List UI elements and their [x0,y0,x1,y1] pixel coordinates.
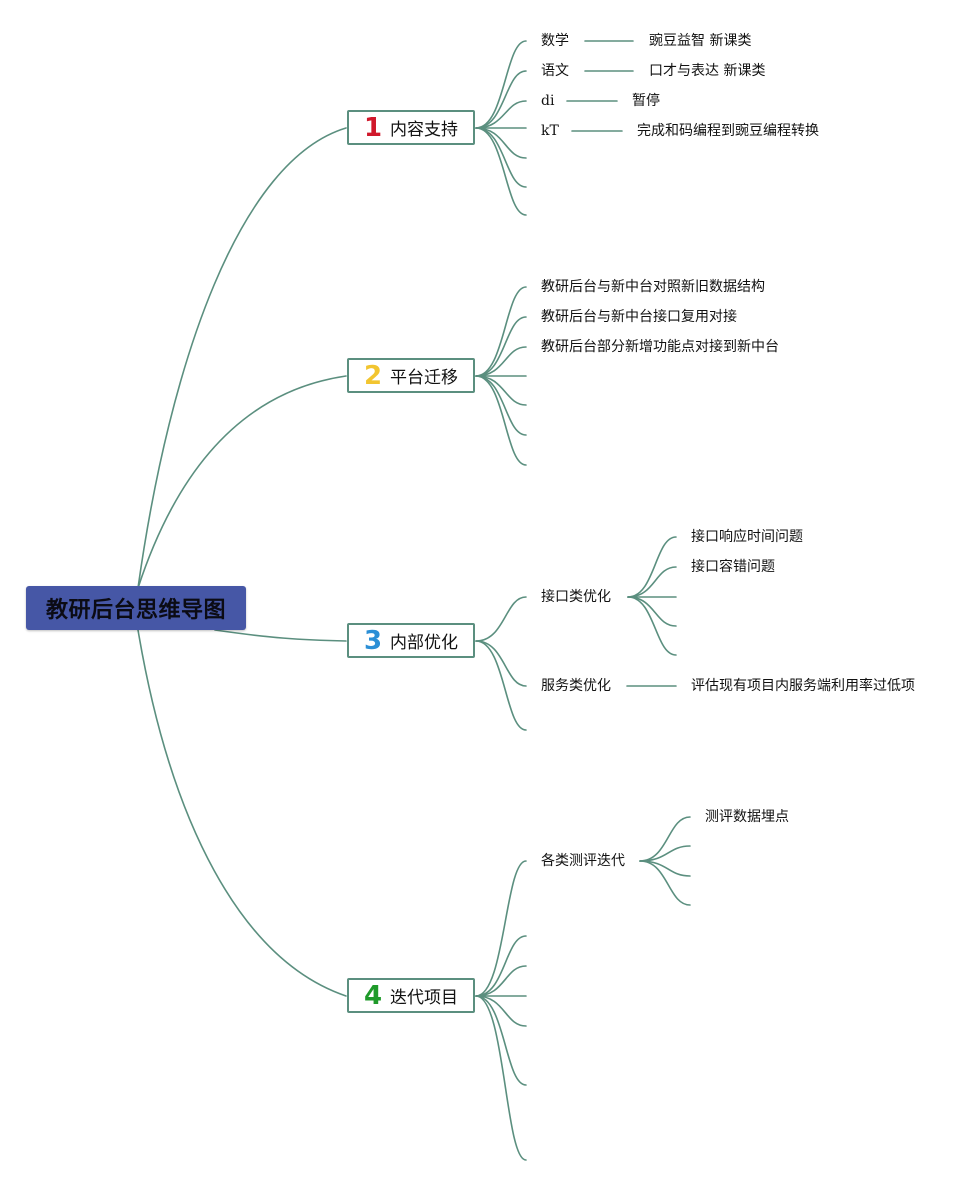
branch-number-4: 4 [363,980,383,1011]
branch-node-2[interactable]: 2 平台迁移 [347,358,475,393]
grandchild-label[interactable]: 接口响应时间问题 [691,529,803,545]
branch-4-connectors [475,816,691,1161]
branch-label-2: 平台迁移 [390,368,459,388]
branch-node-3[interactable]: 3 内部优化 [347,623,475,658]
child-label[interactable]: 教研后台与新中台接口复用对接 [541,309,737,325]
child-label[interactable]: 接口类优化 [541,589,611,605]
connector-root-branch-2 [137,375,347,589]
branch-node-4[interactable]: 4 迭代项目 [347,978,475,1013]
grandchild-label[interactable]: 测评数据埋点 [705,809,789,825]
child-value[interactable]: 暂停 [632,93,660,109]
branch-1-connectors [475,40,634,216]
branch-2-connectors [475,286,527,466]
child-label[interactable]: 服务类优化 [541,678,611,694]
root-title: 教研后台思维导图 [45,598,226,623]
branch-number-1: 1 [363,112,383,143]
branch-label-3: 内部优化 [390,633,459,653]
child-value[interactable]: 豌豆益智 新课类 [649,33,752,49]
child-value[interactable]: 口才与表达 新课类 [649,63,766,79]
branch-number-2: 2 [363,360,383,391]
branch-3-connectors [475,536,677,731]
root-to-branch-curves [137,127,347,997]
grandchild-label[interactable]: 接口容错问题 [691,559,775,575]
branch-number-3: 3 [363,625,383,656]
child-label[interactable]: 教研后台与新中台对照新旧数据结构 [541,279,765,295]
branch-node-1[interactable]: 1 内容支持 [347,110,475,145]
child-label[interactable]: 数学 [541,33,569,49]
child-label[interactable]: kT [541,123,559,139]
child-label[interactable]: 教研后台部分新增功能点对接到新中台 [541,339,779,355]
child-label[interactable]: di [541,93,555,109]
root-node[interactable]: 教研后台思维导图 [26,586,246,630]
connector-root-branch-3 [214,629,347,642]
grandchild-label[interactable]: 评估现有项目内服务端利用率过低项 [691,678,915,694]
child-label[interactable]: 各类测评迭代 [541,853,625,869]
child-value[interactable]: 完成和码编程到豌豆编程转换 [637,123,819,139]
branch-label-4: 迭代项目 [390,988,459,1008]
connector-root-branch-4 [137,629,347,997]
connector-root-branch-1 [137,127,347,589]
child-label[interactable]: 语文 [541,63,569,79]
branch-label-1: 内容支持 [390,120,459,140]
